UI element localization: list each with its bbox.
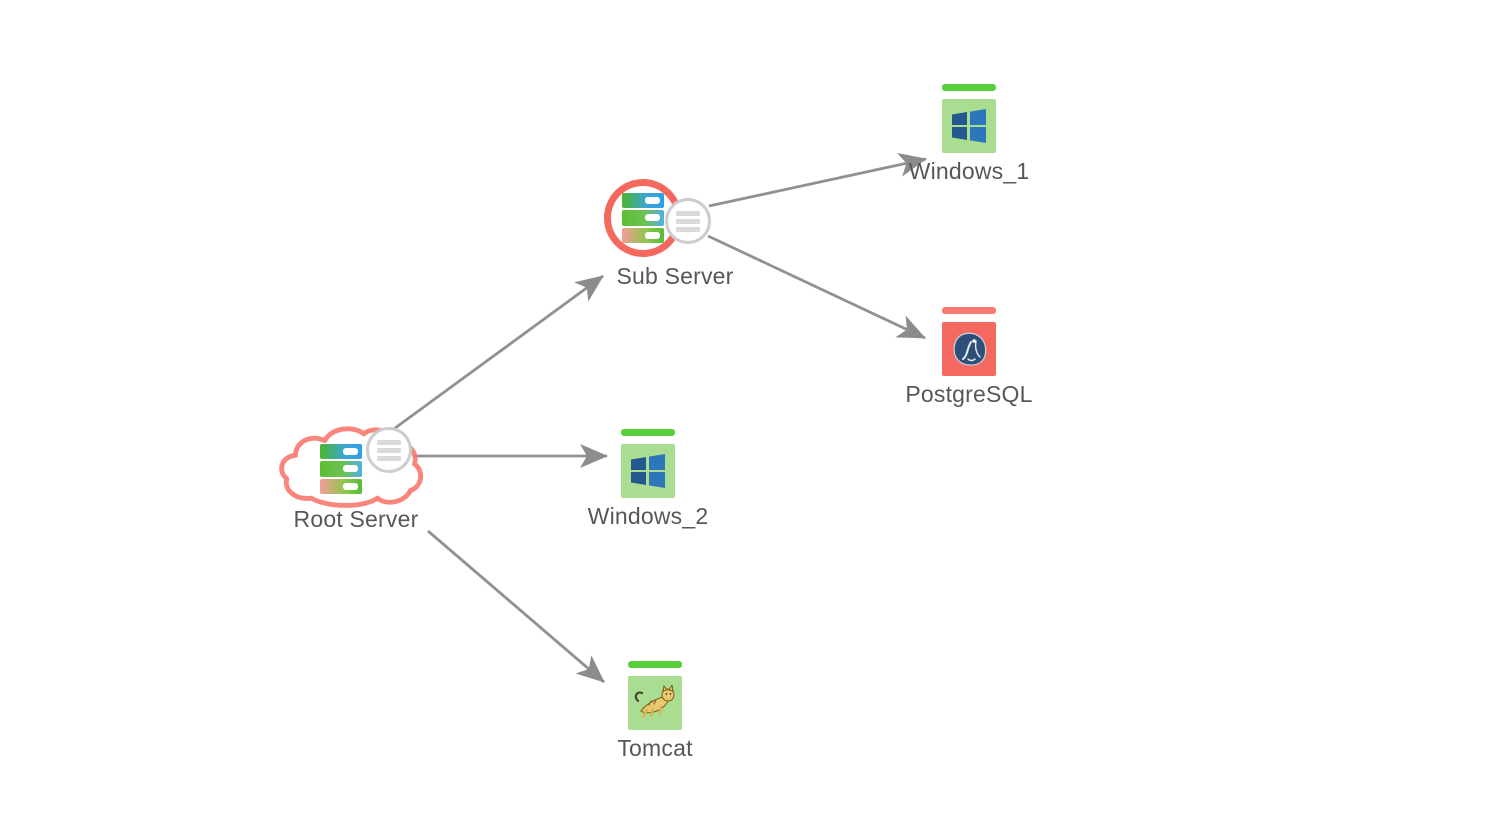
server-stack-icon xyxy=(622,193,664,243)
status-bar-up xyxy=(621,429,675,436)
server-stack-icon xyxy=(320,444,362,494)
node-label: PostgreSQL xyxy=(905,381,1033,407)
node-root-server[interactable]: Root Server xyxy=(276,420,436,540)
root-server-context-menu-button[interactable] xyxy=(366,427,412,473)
sub-server-context-menu-button[interactable] xyxy=(665,198,711,244)
status-bar-up xyxy=(942,84,996,91)
status-bar-up xyxy=(628,661,682,668)
windows-icon xyxy=(942,99,996,153)
node-windows-1[interactable]: Windows_1 xyxy=(879,84,1059,185)
node-tomcat[interactable]: Tomcat xyxy=(565,661,745,762)
edge-sub-to-postgresql xyxy=(707,234,926,340)
status-bar-alarm xyxy=(942,307,996,314)
edge-root-to-sub xyxy=(390,274,604,433)
hamburger-menu-icon xyxy=(676,210,700,232)
hamburger-menu-icon xyxy=(377,439,401,461)
node-postgresql[interactable]: PostgreSQL xyxy=(879,307,1059,408)
node-windows-2[interactable]: Windows_2 xyxy=(558,429,738,530)
edge-sub-to-windows-1 xyxy=(708,152,927,208)
tomcat-icon xyxy=(628,676,682,730)
node-label: Tomcat xyxy=(617,735,693,761)
node-label: Windows_1 xyxy=(908,158,1030,184)
edge-root-to-tomcat xyxy=(427,529,605,684)
node-label: Sub Server xyxy=(616,263,734,289)
node-label: Windows_2 xyxy=(587,503,709,529)
postgresql-icon xyxy=(942,322,996,376)
node-label: Root Server xyxy=(293,506,419,532)
windows-icon xyxy=(621,444,675,498)
